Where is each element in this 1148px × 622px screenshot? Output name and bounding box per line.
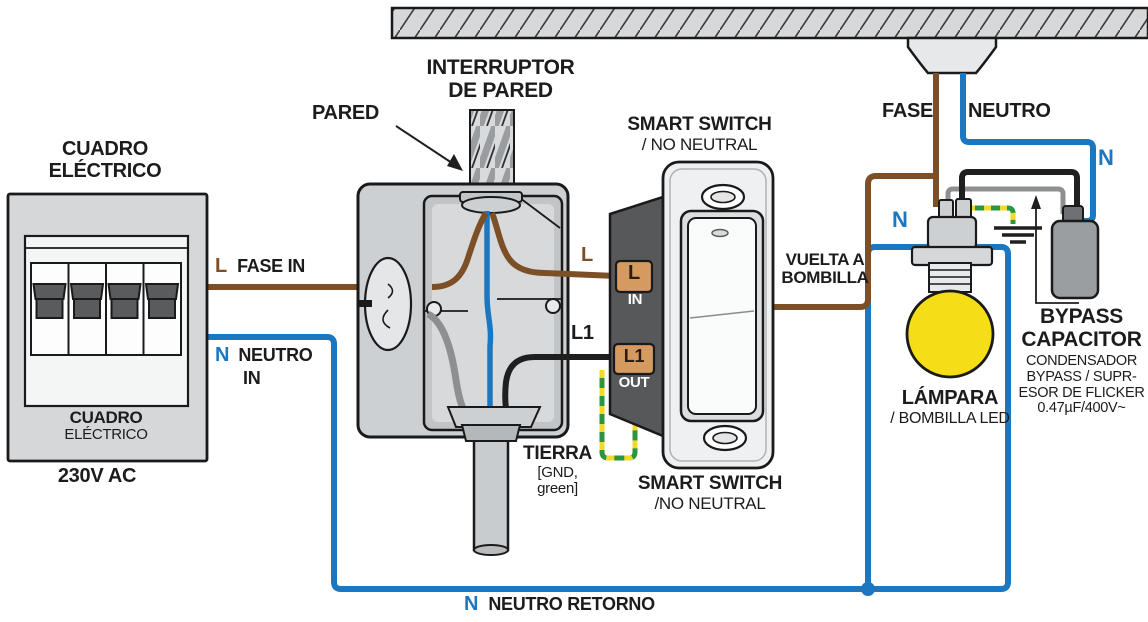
lamp [905, 198, 995, 379]
switch-rocker [687, 217, 757, 415]
lampara-label: LÁMPARA / BOMBILLA LED [890, 387, 1010, 427]
fase-in-label: L FASE IN [215, 255, 305, 277]
bulb [905, 289, 995, 379]
neutral-wire [207, 73, 1096, 592]
terminal-l1-sub: OUT [618, 374, 650, 391]
switch-ground [599, 370, 638, 461]
neutro-drop-wire [960, 73, 1096, 224]
lamp-socket [926, 215, 978, 251]
neutral-junction-dot [861, 582, 875, 596]
terminal-l1-label: L1 [623, 346, 645, 366]
n-lamp-label: N [892, 207, 908, 232]
neutro-in-label: N NEUTRO [215, 344, 313, 366]
bypass-capacitor-label: BYPASS CAPACITOR CONDENSADOR BYPASS / SU… [1018, 305, 1145, 417]
wall-column [469, 109, 515, 197]
wire-l-label: L [581, 244, 593, 266]
lamp-ground [968, 205, 1042, 244]
neutro-drop-label: NEUTRO [968, 100, 1051, 122]
terminal-l-label: L [628, 262, 640, 284]
breaker-panel [6, 192, 209, 463]
pared-arrow [395, 125, 463, 171]
vuelta-wire [769, 173, 936, 310]
bypass-capacitor [1050, 205, 1100, 300]
ceiling [390, 6, 1148, 40]
ground-symbol [994, 226, 1042, 244]
bottom-conduit [472, 436, 510, 556]
smart-switch-top-label: SMART SWITCH / NO NEUTRAL [627, 114, 772, 154]
breaker-toggles [32, 283, 180, 319]
junction-box [356, 182, 570, 439]
tierra-label: TIERRA [GND, green] [523, 443, 592, 497]
wire-l1-label: L1 [571, 322, 594, 344]
neutro-in-label2: IN [243, 368, 261, 388]
fase-drop-label: FASE [882, 100, 934, 122]
n-right-label: N [1098, 145, 1114, 170]
capacitor-arrow [1031, 195, 1079, 304]
switch-led [711, 228, 729, 238]
lamp-capacitor-wires [945, 169, 1080, 214]
neutro-retorno-label: N NEUTRO RETORNO [464, 593, 655, 615]
terminal-l-block [614, 259, 654, 294]
smart-switch-bottom-label: SMART SWITCH /NO NEUTRAL [637, 473, 783, 513]
pared-label: PARED [312, 102, 380, 124]
box-screw-hole [545, 298, 561, 314]
panel-voltage: 230V AC [57, 465, 137, 487]
terminal-l1-block [612, 342, 656, 376]
panel-inner-label: CUADRO ELÉCTRICO [64, 408, 148, 444]
box-clamp [446, 406, 542, 442]
smart-switch [608, 160, 775, 470]
ceiling-rose [906, 36, 998, 75]
terminal-l-sub: IN [627, 291, 643, 308]
